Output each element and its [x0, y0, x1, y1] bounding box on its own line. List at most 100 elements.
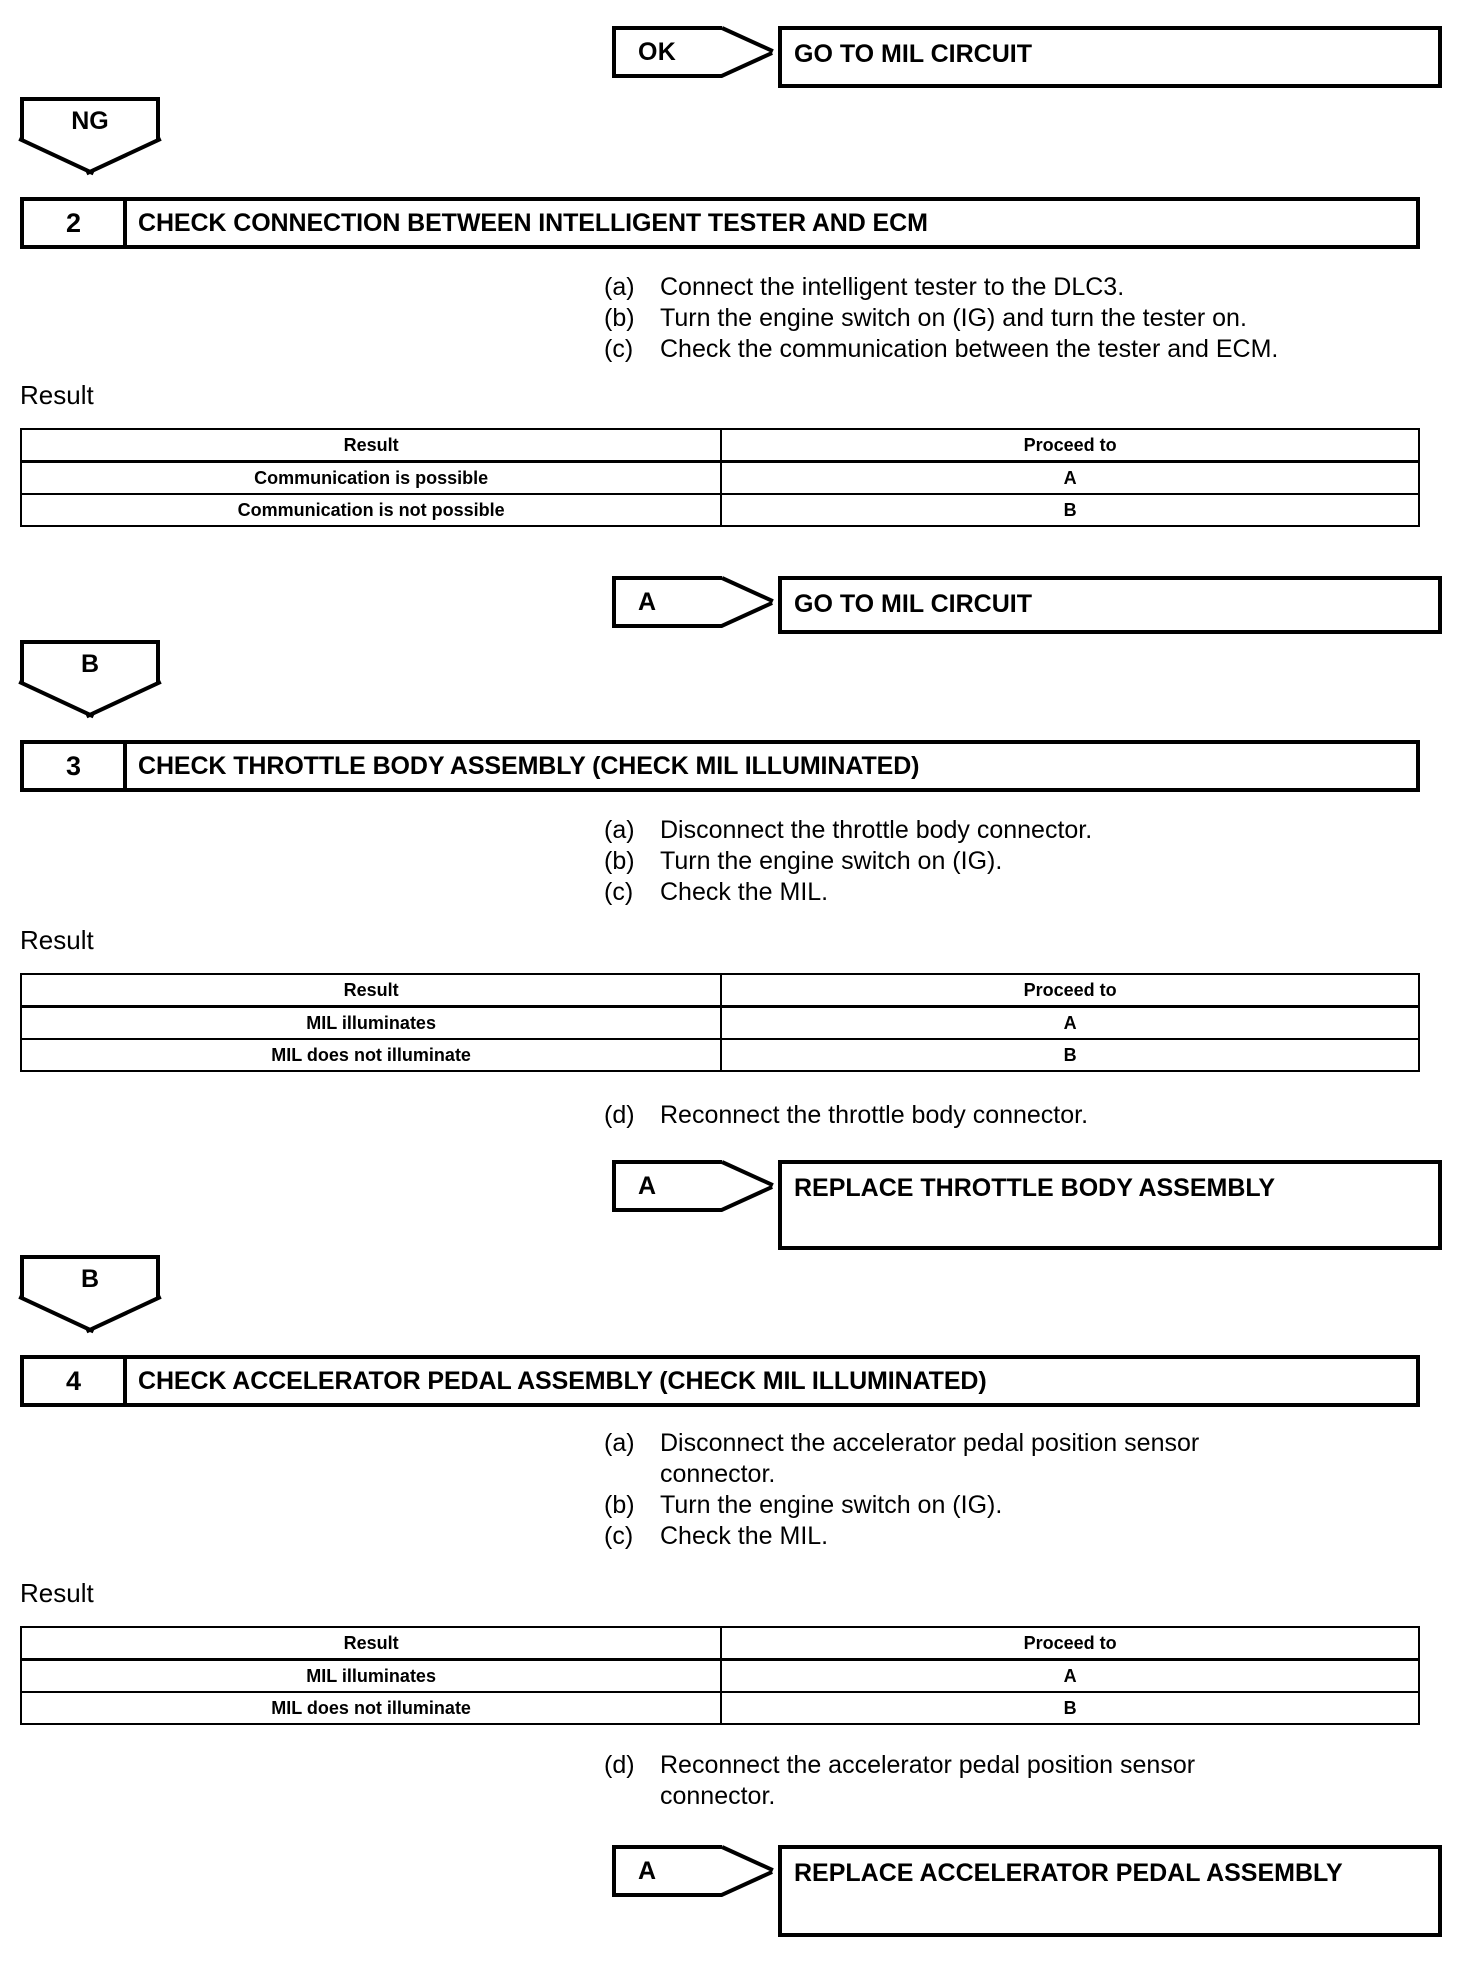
procedure-d-3: (d) Reconnect the throttle body connecto…: [604, 1100, 1424, 1131]
down-tag-b-point-left: [18, 1295, 95, 1334]
procedure-text: Check the communication between the test…: [660, 335, 1279, 363]
table-header-proceed: Proceed to: [720, 973, 1420, 1008]
jump-tag-ok-label: OK: [638, 37, 677, 66]
table-cell-result: Communication is possible: [19, 460, 723, 495]
table-cell-result: MIL illuminates: [19, 1005, 723, 1040]
down-tag-b-body: B: [20, 640, 160, 684]
step-number-4: 4: [24, 1359, 127, 1403]
jump-row-ok: OK GO TO MIL CIRCUIT: [612, 26, 1442, 88]
procedure-label: (c): [604, 878, 634, 906]
procedure-list-2: (a) Connect the intelligent tester to th…: [604, 272, 1424, 365]
down-tag-ng-label: NG: [71, 106, 109, 135]
procedure-item: (a) Connect the intelligent tester to th…: [604, 272, 1424, 303]
procedure-text: Disconnect the accelerator pedal positio…: [660, 1429, 1200, 1488]
result-caption-2: Result: [20, 380, 94, 410]
procedure-list-4: (a) Disconnect the accelerator pedal pos…: [604, 1428, 1304, 1552]
jump-box-label: REPLACE THROTTLE BODY ASSEMBLY: [794, 1174, 1276, 1202]
procedure-item: (b) Turn the engine switch on (IG) and t…: [604, 303, 1424, 334]
result-caption-4: Result: [20, 1578, 94, 1608]
step-bar-4: 4 CHECK ACCELERATOR PEDAL ASSEMBLY (CHEC…: [20, 1355, 1420, 1407]
table-header-row: Result Proceed to: [19, 428, 1420, 463]
table-cell-result: MIL does not illuminate: [19, 1691, 723, 1725]
jump-tag-a-label: A: [638, 1856, 657, 1885]
table-cell-result: Communication is not possible: [19, 493, 723, 527]
procedure-d-4: (d) Reconnect the accelerator pedal posi…: [604, 1750, 1304, 1812]
down-tag-b-point-left: [18, 680, 95, 719]
procedure-item: (b) Turn the engine switch on (IG).: [604, 846, 1424, 877]
procedure-label: (c): [604, 1522, 634, 1550]
procedure-label: (d): [604, 1751, 635, 1779]
table-header-result: Result: [19, 428, 723, 463]
table-row: Communication is possible A: [19, 460, 1420, 495]
jump-box-label: GO TO MIL CIRCUIT: [794, 590, 1032, 618]
table-cell-proceed: B: [720, 1691, 1420, 1725]
jump-box-replace-accelerator-pedal-assembly[interactable]: REPLACE ACCELERATOR PEDAL ASSEMBLY: [778, 1845, 1442, 1937]
procedure-item: (c) Check the MIL.: [604, 877, 1424, 908]
procedure-label: (a): [604, 816, 635, 844]
table-cell-result: MIL illuminates: [19, 1658, 723, 1693]
procedure-label: (a): [604, 273, 635, 301]
result-table-4: Result Proceed to MIL illuminates A MIL …: [19, 1626, 1420, 1725]
procedure-label: (b): [604, 1491, 635, 1519]
procedure-text: Turn the engine switch on (IG).: [660, 1491, 1003, 1519]
step-title-2: CHECK CONNECTION BETWEEN INTELLIGENT TES…: [138, 208, 928, 237]
result-caption-3: Result: [20, 925, 94, 955]
procedure-text: Turn the engine switch on (IG).: [660, 847, 1003, 875]
table-row: MIL illuminates A: [19, 1658, 1420, 1693]
jump-tag-a: A: [612, 576, 722, 628]
procedure-label: (a): [604, 1429, 635, 1457]
procedure-item: (c) Check the MIL.: [604, 1521, 1304, 1552]
down-tag-b-point-right: [85, 680, 162, 719]
step-bar-3: 3 CHECK THROTTLE BODY ASSEMBLY (CHECK MI…: [20, 740, 1420, 792]
jump-box-replace-throttle-body-assembly[interactable]: REPLACE THROTTLE BODY ASSEMBLY: [778, 1160, 1442, 1250]
table-header-proceed: Proceed to: [720, 428, 1420, 463]
table-header-proceed: Proceed to: [720, 1626, 1420, 1661]
table-header-row: Result Proceed to: [19, 1626, 1420, 1661]
jump-box-label: GO TO MIL CIRCUIT: [794, 40, 1032, 68]
procedure-item: (a) Disconnect the accelerator pedal pos…: [604, 1428, 1304, 1490]
procedure-text: Connect the intelligent tester to the DL…: [660, 273, 1125, 301]
jump-tag-a: A: [612, 1845, 722, 1897]
procedure-item: (b) Turn the engine switch on (IG).: [604, 1490, 1304, 1521]
table-row: Communication is not possible B: [19, 493, 1420, 527]
procedure-item: (d) Reconnect the throttle body connecto…: [604, 1100, 1424, 1131]
table-header-row: Result Proceed to: [19, 973, 1420, 1008]
jump-box-go-to-mil-circuit[interactable]: GO TO MIL CIRCUIT: [778, 26, 1442, 88]
table-cell-proceed: A: [720, 1005, 1420, 1040]
step-bar-2: 2 CHECK CONNECTION BETWEEN INTELLIGENT T…: [20, 197, 1420, 249]
table-row: MIL does not illuminate B: [19, 1038, 1420, 1072]
jump-tag-ok: OK: [612, 26, 722, 78]
down-tag-b-step3: B: [18, 1255, 162, 1334]
down-tag-b-body: B: [20, 1255, 160, 1299]
jump-row-step3-a: A REPLACE THROTTLE BODY ASSEMBLY: [612, 1160, 1442, 1250]
procedure-text: Disconnect the throttle body connector.: [660, 816, 1093, 844]
down-tag-ng: NG: [18, 97, 162, 176]
procedure-item: (c) Check the communication between the …: [604, 334, 1424, 365]
table-header-result: Result: [19, 1626, 723, 1661]
table-cell-proceed: B: [720, 1038, 1420, 1072]
table-cell-proceed: A: [720, 460, 1420, 495]
procedure-text: Check the MIL.: [660, 878, 829, 906]
step-number-2: 2: [24, 201, 127, 245]
down-tag-b-step2: B: [18, 640, 162, 719]
jump-tag-a-label: A: [638, 587, 657, 616]
down-tag-ng-body: NG: [20, 97, 160, 141]
procedure-label: (b): [604, 847, 635, 875]
table-row: MIL illuminates A: [19, 1005, 1420, 1040]
procedure-text: Check the MIL.: [660, 1522, 829, 1550]
procedure-label: (d): [604, 1101, 635, 1129]
procedure-text: Reconnect the throttle body connector.: [660, 1101, 1089, 1129]
jump-row-step4-a: A REPLACE ACCELERATOR PEDAL ASSEMBLY: [612, 1845, 1442, 1937]
down-tag-b-label: B: [80, 649, 100, 678]
procedure-label: (c): [604, 335, 634, 363]
jump-tag-a-label: A: [638, 1171, 657, 1200]
jump-tag-a: A: [612, 1160, 722, 1212]
jump-row-step2-a: A GO TO MIL CIRCUIT: [612, 576, 1442, 634]
table-header-result: Result: [19, 973, 723, 1008]
jump-box-go-to-mil-circuit[interactable]: GO TO MIL CIRCUIT: [778, 576, 1442, 634]
table-cell-proceed: A: [720, 1658, 1420, 1693]
step-title-4: CHECK ACCELERATOR PEDAL ASSEMBLY (CHECK …: [138, 1366, 987, 1395]
table-cell-result: MIL does not illuminate: [19, 1038, 723, 1072]
result-table-2: Result Proceed to Communication is possi…: [19, 428, 1420, 527]
